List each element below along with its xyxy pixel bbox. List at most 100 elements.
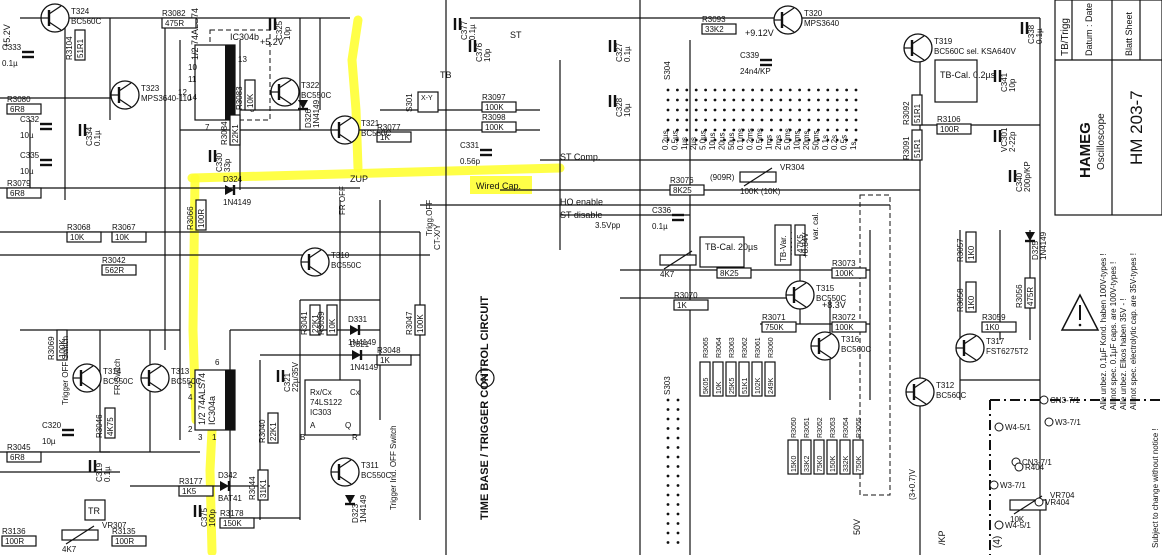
resistor-value: 562R (105, 266, 124, 275)
trimmer-value: 4K7 (62, 545, 77, 554)
bank-value: 10K (716, 381, 723, 394)
timebase-range: 0.5µs (670, 130, 679, 150)
ic303-label-rxcx: Rx/Cx (310, 388, 332, 397)
resistor-bank-layer: 5K05R306510KR306425K5R306351K1R3062102KR… (699, 337, 864, 475)
ic304b-ref: IC304b (230, 32, 259, 42)
svg-text:TB-Cal. 20µs: TB-Cal. 20µs (705, 242, 758, 252)
svg-text:50V: 50V (852, 519, 862, 535)
net-labels: +5.2V +5.2V +9.12V +8.3V ST Comp. HO ena… (2, 24, 917, 510)
svg-text:14: 14 (188, 93, 197, 102)
timebase-range: 20ms (802, 130, 811, 150)
resistor-layer: 6R8R308051R1R3104475RR308210KR308322K1R3… (1, 9, 1036, 547)
transistor-type: BC560C (936, 391, 966, 400)
resistor-value: 100R (115, 537, 134, 546)
capacitor-value: 0.1µ (93, 130, 102, 146)
bottom-marks: 50V /KP (4) (852, 519, 1003, 548)
svg-text:TB-Var.: TB-Var. (779, 235, 788, 262)
bank-value: 5K05 (703, 378, 710, 394)
net-st-disable: ST disable (560, 210, 602, 220)
net-pos912: +9.12V (745, 28, 774, 38)
bank-value: 332K (843, 455, 850, 472)
bank-ref: R3050 (791, 417, 798, 438)
resistor-value: 47K5 (796, 234, 805, 253)
bank-ref: R3051 (804, 417, 811, 438)
tb-cal-02-box: TB-Cal. 0.2µs (934, 59, 996, 103)
resistor-ref: R3066 (186, 206, 195, 230)
resistor-ref: R3041 (300, 311, 309, 335)
resistor-value: 100R (940, 125, 959, 134)
timebase-range: 20µs (717, 132, 726, 150)
timebase-range: 10µs (708, 132, 717, 150)
svg-text:All not spec. 0.1µF caps. are: All not spec. 0.1µF caps. are 100V-types… (1109, 262, 1118, 410)
transistor-type: FST6275T2 (986, 347, 1029, 356)
transistor-type: BC560C sel. KSA640V (934, 47, 1016, 56)
net-st-comp: ST Comp. (560, 152, 600, 162)
transistor-type: BC550C (361, 471, 391, 480)
diode-ref: D325 (1031, 240, 1040, 260)
bank-ref: R3063 (729, 337, 736, 358)
bank-ref: R3060 (768, 337, 775, 358)
capacitor-ref: C375 (200, 507, 209, 527)
connector-label: VR404 (1045, 498, 1070, 507)
ic303-label-r: R (352, 433, 358, 442)
transistor-ref: T314 (103, 367, 122, 376)
timebase-range: 1s (849, 142, 858, 150)
timebase-range: 2ms (774, 135, 783, 150)
diode-type: BAT41 (218, 494, 242, 503)
bank-ref: R3054 (843, 417, 850, 438)
diode-type: 1N4149 (1039, 231, 1048, 260)
resistor-value: 51R1 (913, 103, 922, 123)
connector-labels: CN3-7/1W3-7/1W4-5/1W3-7/1CN3-7/1W4-5/1R4… (989, 395, 1081, 530)
transistor-ref: T320 (804, 9, 823, 18)
capacitor-ref: C328 (615, 97, 624, 117)
resistor-ref: R3059 (982, 313, 1006, 322)
resistor-value: 51R1 (76, 38, 85, 58)
capacitor-ref: C325 (275, 20, 284, 40)
transistor-type: BC560C (841, 345, 871, 354)
resistor-value: 100K (835, 269, 854, 278)
diode-ref: D331 (348, 315, 368, 324)
wiring-right (380, 0, 1041, 555)
transistor-type: BC550C (103, 377, 133, 386)
resistor-ref: R3073 (832, 259, 856, 268)
net-fr-switch: FR Switch (113, 359, 122, 395)
diode-ref: D321 (350, 340, 370, 349)
ic303: Rx/Cx 74LS122 IC303 Cx Q A B R (300, 379, 361, 442)
resistor-value: 100K (416, 314, 425, 333)
switch-s303-label: S303 (663, 376, 672, 395)
transistor-ref: T323 (141, 84, 160, 93)
timebase-range: 1µs (680, 137, 689, 150)
resistor-value: 22K1 (231, 124, 240, 143)
bank-ref: R3061 (755, 337, 762, 358)
warning-icon (1060, 293, 1100, 331)
resistor-ref: R3106 (937, 115, 961, 124)
capacitor-value: 10µ (42, 437, 56, 446)
resistor-value: 6R8 (10, 453, 25, 462)
ic304b: 1/2 74ALS74 IC304b (190, 8, 259, 121)
resistor-ref: R3092 (902, 101, 911, 125)
